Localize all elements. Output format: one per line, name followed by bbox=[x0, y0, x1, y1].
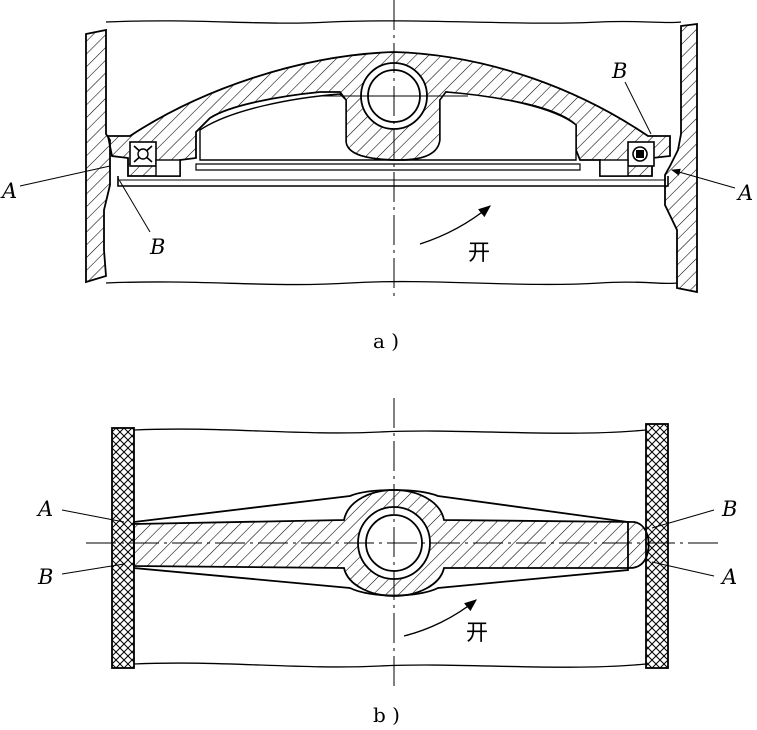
leader-b-right-b bbox=[651, 509, 715, 529]
seat-ring-a bbox=[117, 176, 669, 187]
leader-a-right-b bbox=[651, 561, 715, 577]
label-b-left-b: B bbox=[37, 565, 53, 589]
label-b-right-b: B bbox=[721, 497, 737, 521]
direction-label-b: 开 bbox=[466, 621, 488, 646]
open-arrow-b bbox=[403, 599, 477, 637]
caption-b: b ) bbox=[373, 703, 400, 727]
seal-left-a bbox=[129, 141, 181, 177]
leader-b-left bbox=[117, 177, 151, 233]
leader-b-top-right bbox=[624, 81, 652, 135]
pipe-break-bottom-b bbox=[133, 662, 647, 668]
open-arrow-a bbox=[419, 205, 491, 245]
leader-a-left bbox=[19, 165, 111, 187]
pipe-break-top-b bbox=[133, 428, 647, 434]
pipe-break-top-a bbox=[105, 20, 682, 24]
leader-b-left-b bbox=[61, 563, 125, 575]
disc-cavity-a bbox=[199, 91, 577, 161]
figure-b: A B B A 开 b ) bbox=[36, 398, 737, 727]
pipe-liner-left-b bbox=[111, 427, 135, 669]
label-a-left: A bbox=[0, 179, 17, 203]
label-a-right-b: A bbox=[720, 565, 737, 589]
label-b-left: B bbox=[149, 235, 165, 259]
label-a-right: A bbox=[736, 181, 753, 205]
seal-right-a bbox=[599, 141, 655, 177]
label-a-left-b: A bbox=[36, 497, 53, 521]
leader-a-right bbox=[671, 168, 736, 189]
pipe-wall-left-a bbox=[85, 28, 111, 284]
direction-label-a: 开 bbox=[468, 241, 490, 266]
figure-a: A B B A 开 a ) bbox=[0, 0, 753, 353]
pipe-break-bottom-a bbox=[105, 280, 678, 286]
label-b-top-right: B bbox=[611, 59, 627, 83]
leader-a-left-b bbox=[61, 509, 125, 523]
caption-a: a ) bbox=[373, 329, 399, 353]
disc-lower-plate-a bbox=[195, 163, 581, 171]
pipe-wall-right-a bbox=[664, 22, 698, 294]
